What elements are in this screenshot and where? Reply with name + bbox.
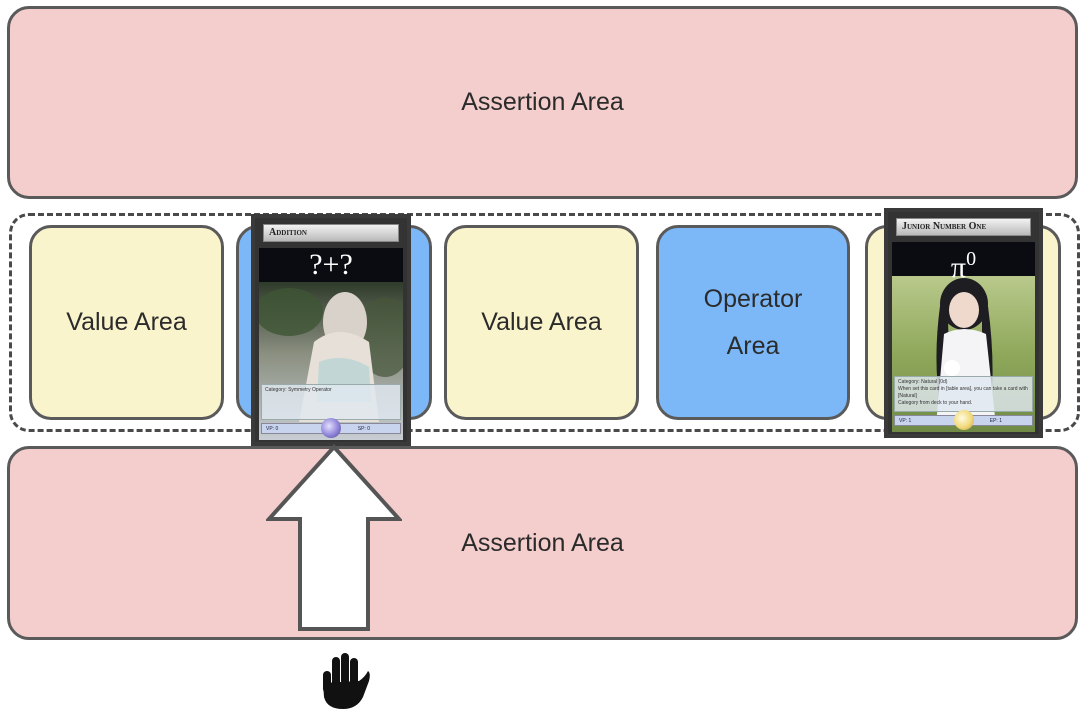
junior-card-text-line1: Category: Natural (0d) <box>898 379 948 385</box>
addition-card[interactable]: Addition ?+? Category: Symmetry Operator… <box>251 214 411 446</box>
junior-card-formula-exp: 0 <box>966 248 977 270</box>
addition-card-title: Addition <box>263 224 399 242</box>
addition-card-stat-right: SP: 0 <box>357 426 370 432</box>
purple-orb-icon <box>321 418 341 438</box>
up-arrow-icon <box>266 444 402 631</box>
value-area-3[interactable]: Value Area <box>444 225 639 420</box>
junior-card-formula: π0 <box>892 242 1035 284</box>
junior-card-text-line2: When set this card in [table area], you … <box>898 386 1028 399</box>
junior-card-stat-right: EP: 1 <box>989 418 1002 424</box>
assertion-area-bottom[interactable]: Assertion Area <box>7 446 1078 640</box>
junior-card-formula-base: π <box>950 251 967 284</box>
hand-stop-icon <box>323 653 370 709</box>
value-area-3-label: Value Area <box>481 308 602 336</box>
assertion-area-top[interactable]: Assertion Area <box>7 6 1078 199</box>
assertion-area-top-label: Assertion Area <box>461 88 624 116</box>
table-area-dashed-boundary <box>9 213 1080 432</box>
value-area-1-label: Value Area <box>66 308 187 336</box>
yellow-orb-icon <box>953 410 974 430</box>
addition-card-formula: ?+? <box>259 248 403 282</box>
operator-area-4-label: Operator Area <box>703 284 803 360</box>
junior-card-text: Category: Natural (0d) When set this car… <box>894 376 1033 412</box>
addition-card-text: Category: Symmetry Operator <box>261 384 401 420</box>
junior-number-one-card[interactable]: Junior Number One π0 Category: Natural (… <box>884 208 1043 438</box>
value-area-1[interactable]: Value Area <box>29 225 224 420</box>
junior-card-title: Junior Number One <box>896 218 1031 236</box>
junior-card-stat-left: VP: 1 <box>899 418 912 424</box>
junior-card-text-line3: Category from deck to your hand. <box>898 400 973 406</box>
assertion-area-bottom-label: Assertion Area <box>461 528 624 557</box>
addition-card-stat-left: VP: 0 <box>266 426 279 432</box>
operator-area-4[interactable]: Operator Area <box>656 225 850 420</box>
